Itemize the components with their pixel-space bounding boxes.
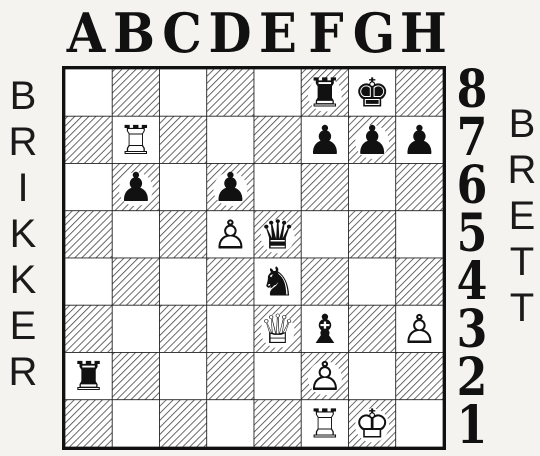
square-a4[interactable] xyxy=(65,258,112,305)
black-king-piece-g8[interactable]: ♚ xyxy=(354,71,390,117)
chess-board: ♜♚♖♟♟♟♟♟♙♛♞♕♝♙♜♙♖♔ xyxy=(62,66,446,450)
file-label-f: F xyxy=(304,2,348,64)
square-a1[interactable] xyxy=(65,400,112,447)
white-pawn-piece-h3[interactable]: ♙ xyxy=(401,307,437,353)
square-h5[interactable] xyxy=(396,211,443,258)
square-g4[interactable] xyxy=(349,258,396,305)
square-a5[interactable] xyxy=(65,211,112,258)
black-bishop-piece-f3[interactable]: ♝ xyxy=(307,307,343,353)
square-h4[interactable] xyxy=(396,258,443,305)
square-c7[interactable] xyxy=(160,116,207,163)
left-title-letter: B xyxy=(6,76,40,122)
square-d8[interactable] xyxy=(207,69,254,116)
square-b2[interactable] xyxy=(112,353,159,400)
square-h6[interactable] xyxy=(396,164,443,211)
square-b5[interactable] xyxy=(112,211,159,258)
square-b1[interactable] xyxy=(112,400,159,447)
square-d3[interactable] xyxy=(207,305,254,352)
black-pawn-piece-h7[interactable]: ♟ xyxy=(401,118,437,164)
black-pawn-piece-b6[interactable]: ♟ xyxy=(118,165,154,211)
square-g2[interactable] xyxy=(349,353,396,400)
black-rook-piece-a2[interactable]: ♜ xyxy=(71,354,107,400)
left-title-letter: K xyxy=(6,214,40,260)
square-b3[interactable] xyxy=(112,305,159,352)
square-c4[interactable] xyxy=(160,258,207,305)
file-label-b: B xyxy=(112,2,156,64)
black-knight-piece-e4[interactable]: ♞ xyxy=(260,260,296,306)
square-a6[interactable] xyxy=(65,164,112,211)
file-label-g: G xyxy=(352,2,396,64)
square-c2[interactable] xyxy=(160,353,207,400)
black-pawn-piece-f7[interactable]: ♟ xyxy=(307,118,343,164)
square-f4[interactable] xyxy=(301,258,348,305)
square-h2[interactable] xyxy=(396,353,443,400)
white-king-piece-g1[interactable]: ♔ xyxy=(354,401,390,447)
left-title-letter: R xyxy=(6,122,40,168)
white-queen-piece-e3[interactable]: ♕ xyxy=(260,307,296,353)
file-labels: ABCDEFGH xyxy=(62,2,446,64)
right-title-letter: T xyxy=(505,288,539,334)
black-pawn-piece-g7[interactable]: ♟ xyxy=(354,118,390,164)
square-g5[interactable] xyxy=(349,211,396,258)
rank-label-1: 1 xyxy=(452,402,493,450)
square-f5[interactable] xyxy=(301,211,348,258)
left-title-letter: K xyxy=(6,260,40,306)
square-d1[interactable] xyxy=(207,400,254,447)
white-rook-piece-b7[interactable]: ♖ xyxy=(118,118,154,164)
file-label-d: D xyxy=(208,2,252,64)
square-d7[interactable] xyxy=(207,116,254,163)
square-e7[interactable] xyxy=(254,116,301,163)
black-queen-piece-e5[interactable]: ♛ xyxy=(260,212,296,258)
square-f6[interactable] xyxy=(301,164,348,211)
left-title-letter: R xyxy=(6,352,40,398)
file-label-c: C xyxy=(160,2,204,64)
square-c1[interactable] xyxy=(160,400,207,447)
square-b4[interactable] xyxy=(112,258,159,305)
square-d2[interactable] xyxy=(207,353,254,400)
white-pawn-piece-f2[interactable]: ♙ xyxy=(307,354,343,400)
square-d4[interactable] xyxy=(207,258,254,305)
file-label-a: A xyxy=(64,2,108,64)
square-c8[interactable] xyxy=(160,69,207,116)
square-h1[interactable] xyxy=(396,400,443,447)
square-a7[interactable] xyxy=(65,116,112,163)
square-g3[interactable] xyxy=(349,305,396,352)
square-b8[interactable] xyxy=(112,69,159,116)
square-e1[interactable] xyxy=(254,400,301,447)
right-title-letter: T xyxy=(505,242,539,288)
square-a3[interactable] xyxy=(65,305,112,352)
square-e8[interactable] xyxy=(254,69,301,116)
square-e2[interactable] xyxy=(254,353,301,400)
left-title-letter: I xyxy=(6,168,40,214)
square-c3[interactable] xyxy=(160,305,207,352)
square-c5[interactable] xyxy=(160,211,207,258)
file-label-h: H xyxy=(400,2,444,64)
black-rook-piece-f8[interactable]: ♜ xyxy=(307,71,343,117)
white-pawn-piece-d5[interactable]: ♙ xyxy=(212,212,248,258)
right-title-letter: E xyxy=(505,196,539,242)
square-c6[interactable] xyxy=(160,164,207,211)
right-title-letter: R xyxy=(505,150,539,196)
file-label-e: E xyxy=(256,2,300,64)
white-rook-piece-f1[interactable]: ♖ xyxy=(307,401,343,447)
right-title-letter: B xyxy=(505,104,539,150)
square-g6[interactable] xyxy=(349,164,396,211)
square-a8[interactable] xyxy=(65,69,112,116)
black-pawn-piece-d6[interactable]: ♟ xyxy=(212,165,248,211)
left-title-letter: E xyxy=(6,306,40,352)
square-h8[interactable] xyxy=(396,69,443,116)
square-e6[interactable] xyxy=(254,164,301,211)
